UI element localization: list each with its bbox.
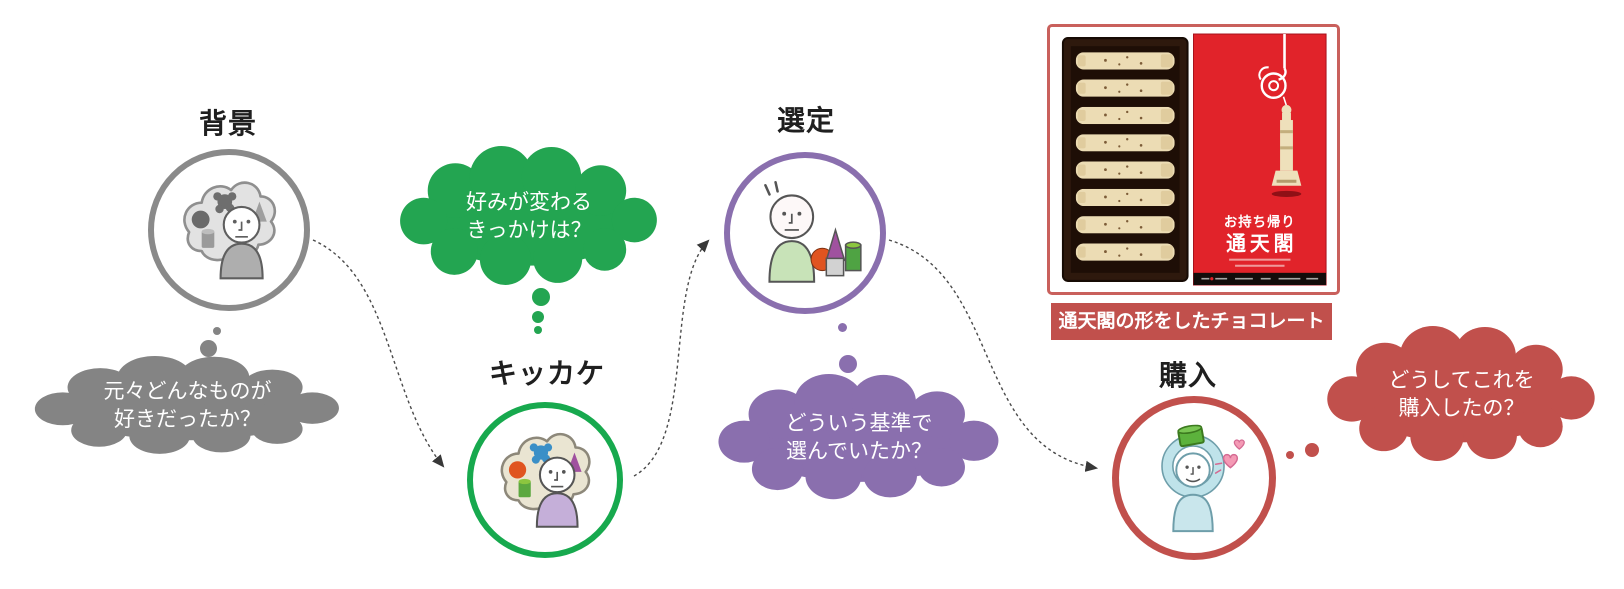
thought-trail-dot bbox=[838, 323, 847, 332]
stage-circle-trigger bbox=[467, 402, 623, 558]
tower-chocolate bbox=[1271, 96, 1302, 197]
question-line: どういう基準で bbox=[785, 412, 933, 436]
hearts-icon bbox=[1214, 439, 1245, 474]
question-bubble-trigger: 好みが変わる きっかけは？ bbox=[396, 146, 662, 288]
question-bubble-selection: どういう基準で 選んでいたか？ bbox=[714, 374, 1004, 502]
package-lid: お持ち帰り 通天閣 bbox=[1193, 33, 1327, 286]
question-line: きっかけは？ bbox=[466, 219, 592, 242]
stage-label-background: 背景 bbox=[198, 108, 257, 139]
question-bubble-background: 元々どんなものが 好きだったか？ bbox=[30, 356, 345, 456]
thought-trail-dot bbox=[200, 340, 217, 357]
package-label-main: 通天閣 bbox=[1226, 232, 1297, 255]
stage-label-selection: 選定 bbox=[776, 105, 835, 136]
person-thinking-gray-illustration bbox=[166, 167, 292, 293]
question-text-background: 元々どんなものが 好きだったか？ bbox=[30, 356, 345, 456]
product-photo-graphic: お持ち帰り 通天閣 bbox=[1061, 33, 1327, 286]
package-label-top: お持ち帰り bbox=[1224, 213, 1296, 229]
question-bubble-purchase: どうしてこれを 購入したの？ bbox=[1323, 326, 1600, 464]
question-text-purchase: どうしてこれを 購入したの？ bbox=[1323, 326, 1600, 464]
stage-label-purchase: 購入 bbox=[1158, 360, 1217, 391]
stage-label-trigger: キッカケ bbox=[488, 358, 605, 389]
stage-circle-selection bbox=[724, 152, 886, 314]
question-line: 好みが変わる bbox=[466, 191, 592, 215]
stage-circle-purchase bbox=[1112, 396, 1276, 560]
product-photo: お持ち帰り 通天閣 bbox=[1047, 24, 1340, 295]
person-choosing-illustration bbox=[764, 180, 862, 283]
product-caption: 通天閣の形をしたチョコレート bbox=[1051, 303, 1332, 340]
question-line: どうしてこれを bbox=[1388, 369, 1535, 393]
stage-circle-background bbox=[148, 149, 310, 311]
question-line: 元々どんなものが bbox=[103, 380, 272, 404]
thought-trail-dot bbox=[839, 355, 857, 373]
question-line: 好きだったか？ bbox=[114, 408, 261, 431]
hand-line-art bbox=[1258, 34, 1287, 99]
thought-trail-dot bbox=[1305, 443, 1319, 457]
person-thinking-color-illustration bbox=[484, 419, 606, 541]
question-text-selection: どういう基準で 選んでいたか？ bbox=[714, 374, 1004, 502]
question-text-trigger: 好みが変わる きっかけは？ bbox=[396, 146, 662, 288]
thought-trail-dot bbox=[534, 326, 542, 334]
thought-trail-dot bbox=[213, 327, 221, 335]
person-purchasing-illustration bbox=[1161, 424, 1245, 533]
thought-trail-dot bbox=[532, 311, 544, 323]
question-line: 購入したの？ bbox=[1398, 397, 1525, 420]
thought-trail-dot bbox=[1286, 451, 1294, 459]
thought-trail-dot bbox=[532, 288, 550, 306]
question-line: 選んでいたか？ bbox=[786, 440, 932, 463]
